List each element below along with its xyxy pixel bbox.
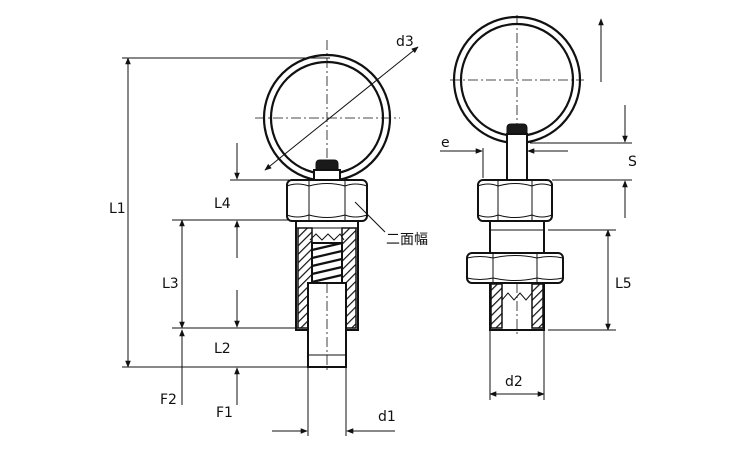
l1-label: L1: [109, 201, 126, 217]
knob-left: [315, 159, 339, 171]
threaded-body-left: [295, 220, 359, 331]
l2-label: L2: [214, 341, 231, 357]
across-flats-leader: [354, 201, 386, 233]
collar-left: [313, 169, 341, 181]
knob-right: [506, 123, 528, 135]
s-label: S: [628, 154, 637, 170]
d1-label: d1: [378, 409, 396, 425]
right-view: e S L5 d2: [440, 15, 637, 400]
hex-nut-right: [477, 179, 553, 222]
lock-nut-right: [466, 252, 564, 284]
l5-label: L5: [615, 276, 632, 292]
f2-label: F2: [160, 392, 177, 408]
d3-label: d3: [396, 34, 414, 50]
d3-dimension-line: [264, 46, 419, 171]
e-label: e: [441, 135, 450, 151]
l3-label: L3: [162, 276, 179, 292]
stem-right: [506, 133, 528, 181]
l4-label: L4: [214, 196, 231, 212]
d2-label: d2: [505, 374, 523, 390]
threaded-body-right: [489, 282, 545, 334]
plunger-pin-left: [307, 282, 347, 372]
hex-nut-left: [286, 179, 368, 222]
across-flats-label: 二面幅: [386, 232, 428, 248]
neck-right: [489, 220, 545, 254]
left-view: 二面幅 d3 L1 L4 L3 L2 F2 F1 d1: [109, 34, 428, 436]
f1-label: F1: [216, 405, 233, 421]
